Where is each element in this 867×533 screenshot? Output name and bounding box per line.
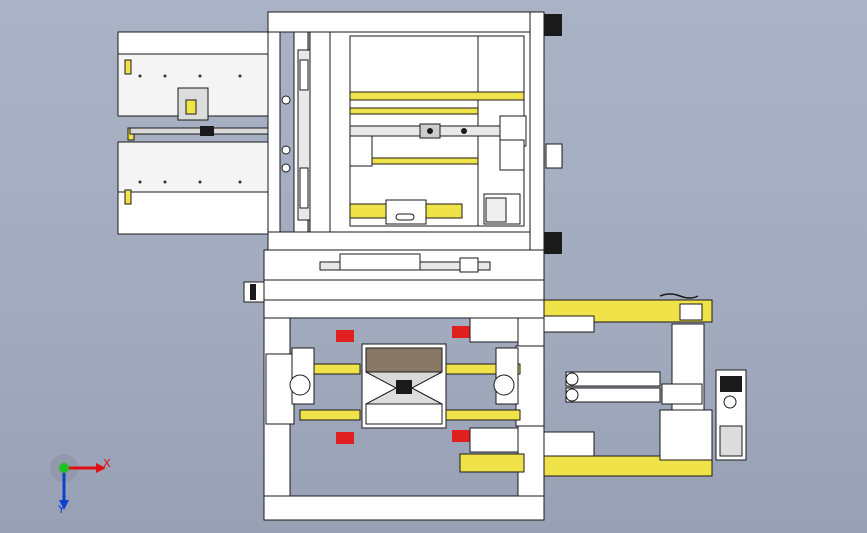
upper-roller-bar (349, 193, 521, 225)
lower-left-slide-plate (117, 141, 279, 235)
center-shaft (129, 126, 281, 136)
axis-x-label: X (103, 457, 111, 470)
vertical-guide-rod (281, 49, 311, 221)
axis-y-label: Y (58, 503, 65, 516)
lower-main-frame (263, 299, 545, 521)
upper-left-slide-plate (117, 31, 279, 141)
upper-horizontal-cylinder (349, 115, 563, 171)
central-spindle-assembly (289, 326, 521, 444)
mid-crossbeam (243, 249, 545, 303)
cable-bundle (659, 293, 699, 299)
swing-arm (565, 371, 703, 405)
right-slide-carriage (459, 299, 713, 477)
coordinate-triad (50, 454, 106, 510)
servo-motor (659, 369, 747, 461)
